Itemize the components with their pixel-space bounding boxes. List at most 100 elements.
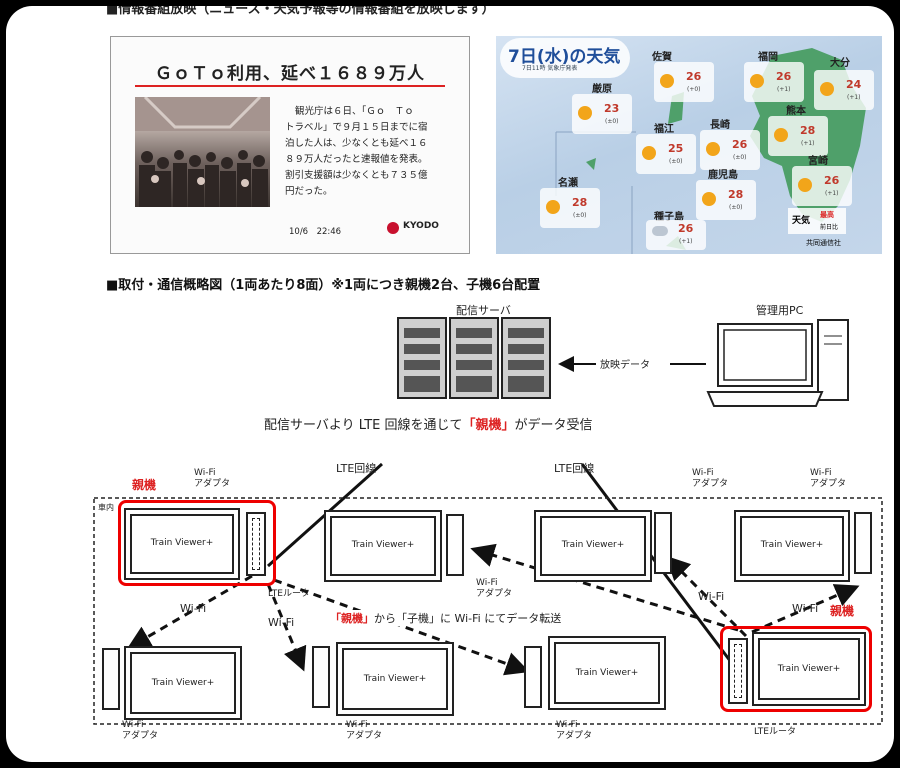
screen-label: Train Viewer+ <box>351 540 415 550</box>
news-timestamp: 10/6 22:46 <box>289 227 342 237</box>
city-diff: (±0) <box>733 154 747 161</box>
kyodo-logo-icon <box>387 222 399 234</box>
screen-label: Train Viewer+ <box>561 540 625 550</box>
lte-caption-red: 「親機」 <box>462 418 515 433</box>
news-card: ＧｏＴｏ利用、延べ１６８９万人 観光庁は６日、「Ｇｏ Ｔｏ トラベル」で９月１５… <box>110 36 470 254</box>
news-title: ＧｏＴｏ利用、延べ１６８９万人 <box>155 64 425 84</box>
wifi-adapter-icon <box>524 646 542 708</box>
lte-line-label: LTE回線 <box>554 462 595 475</box>
screen-display: Train Viewer+ <box>540 516 646 576</box>
lte-caption: 配信サーバより LTE 回線を通じて「親機」がデータ受信 <box>264 414 593 433</box>
city-name: 福江 <box>654 124 674 135</box>
sun-icon <box>642 146 656 160</box>
city-temp: 28 <box>728 188 744 201</box>
city-name: 種子島 <box>654 212 684 223</box>
screen-display: Train Viewer+ <box>330 516 436 576</box>
city-name: 佐賀 <box>652 52 672 63</box>
sun-icon <box>702 192 716 206</box>
city-name: 鹿児島 <box>708 170 738 181</box>
screen-unit: Train Viewer+ <box>734 510 850 582</box>
parent-unit-label: 親機 <box>830 604 855 618</box>
wifi-adapter-line1: Wi-Fi <box>476 578 498 588</box>
screen-label: Train Viewer+ <box>575 668 639 678</box>
news-body-line: 割引支援額は少なくとも７３５億 <box>285 170 428 181</box>
weather-title-cloud <box>500 38 630 78</box>
broadcast-data-label: 放映データ <box>600 360 650 371</box>
city-name: 名瀬 <box>558 178 578 189</box>
parent-unit-label: 親機 <box>132 478 157 492</box>
sun-icon <box>706 142 720 156</box>
wifi-adapter-line1: Wi-Fi <box>556 720 578 730</box>
weather-credit: 共同通信社 <box>806 239 841 247</box>
wifi-adapter-icon <box>728 638 748 704</box>
news-body-line: 泊した人は、少なくとも延べ１６ <box>285 138 428 149</box>
city-tile: 26 (+1) <box>744 62 804 102</box>
wifi-adapter-icon <box>654 512 672 574</box>
city-diff: (+1) <box>847 94 861 101</box>
pc-label: 管理用PC <box>756 304 804 317</box>
city-temp: 26 <box>776 70 792 83</box>
city-temp: 26 <box>678 222 694 235</box>
wifi-adapter-line2: アダプタ <box>692 479 729 489</box>
city-name: 福岡 <box>758 52 778 63</box>
city-temp: 25 <box>668 142 684 155</box>
city-name: 長崎 <box>710 120 730 131</box>
city-temp: 24 <box>846 78 862 91</box>
news-photo-crowd <box>135 95 270 207</box>
legend-sub: 前日比 <box>820 224 839 231</box>
adapter-slot <box>252 518 260 570</box>
city-temp: 28 <box>572 196 588 209</box>
city-diff: (±0) <box>573 212 587 219</box>
city-name: 大分 <box>830 58 850 69</box>
screen-display: Train Viewer+ <box>758 638 860 700</box>
screen-unit: Train Viewer+ <box>324 510 442 582</box>
sun-icon <box>820 82 834 96</box>
wifi-adapter-icon <box>312 646 330 708</box>
server-rack <box>397 317 551 399</box>
server-label: 配信サーバ <box>456 304 511 317</box>
wifi-adapter-line1: Wi-Fi <box>122 720 144 730</box>
top-heading: ■情報番組放映（ニュース・天気予報等の情報番組を放映します） <box>106 6 495 17</box>
lte-caption-pre: 配信サーバより LTE 回線を通じて <box>264 418 463 433</box>
news-body-line: 観光庁は６日、「Ｇｏ Ｔｏ <box>295 106 414 117</box>
city-tile: 28 (+1) <box>768 116 828 156</box>
wifi-adapter-icon <box>854 512 872 574</box>
screen-display: Train Viewer+ <box>130 514 234 574</box>
wifi-label: Wi-Fi <box>792 602 819 615</box>
screen-unit: Train Viewer+ <box>124 508 240 580</box>
city-temp: 26 <box>732 138 748 151</box>
city-tile: 26 (+1) <box>646 220 706 250</box>
screen-unit: Train Viewer+ <box>336 642 454 716</box>
city-name: 厳原 <box>592 84 612 95</box>
screen-label: Train Viewer+ <box>151 678 215 688</box>
wifi-adapter-line2: アダプタ <box>810 479 847 489</box>
screen-unit: Train Viewer+ <box>534 510 652 582</box>
city-tile: 26 (+0) <box>654 62 714 102</box>
screen-display: Train Viewer+ <box>130 652 236 714</box>
screen-label: Train Viewer+ <box>363 674 427 684</box>
section-heading: ■取付・通信概略図（1両あたり8面）※1両につき親機2台、子機6台配置 <box>106 278 541 293</box>
city-tile: 26 (+1) <box>792 166 852 206</box>
wifi-adapter-line2: アダプタ <box>556 731 593 741</box>
city-diff: (±0) <box>605 118 619 125</box>
wifi-adapter-icon <box>246 512 266 576</box>
city-name: 宮崎 <box>808 156 828 167</box>
sun-icon <box>546 200 560 214</box>
adapter-slot <box>734 644 742 698</box>
city-tile: 28 (±0) <box>696 180 756 220</box>
news-body-line: トラベル」で９月１５日までに宿 <box>285 122 428 133</box>
weather-title: 7日(水)の天気 <box>508 47 621 67</box>
screen-unit: Train Viewer+ <box>124 646 242 720</box>
weather-subtitle: 7日11時 気象庁発表 <box>522 65 578 72</box>
screen-label: Train Viewer+ <box>150 538 214 548</box>
news-body-line: 円だった。 <box>285 186 333 197</box>
wifi-adapter-line2: アダプタ <box>122 731 159 741</box>
lte-line-label: LTE回線 <box>336 462 377 475</box>
wifi-label: Wi-Fi <box>698 590 725 603</box>
